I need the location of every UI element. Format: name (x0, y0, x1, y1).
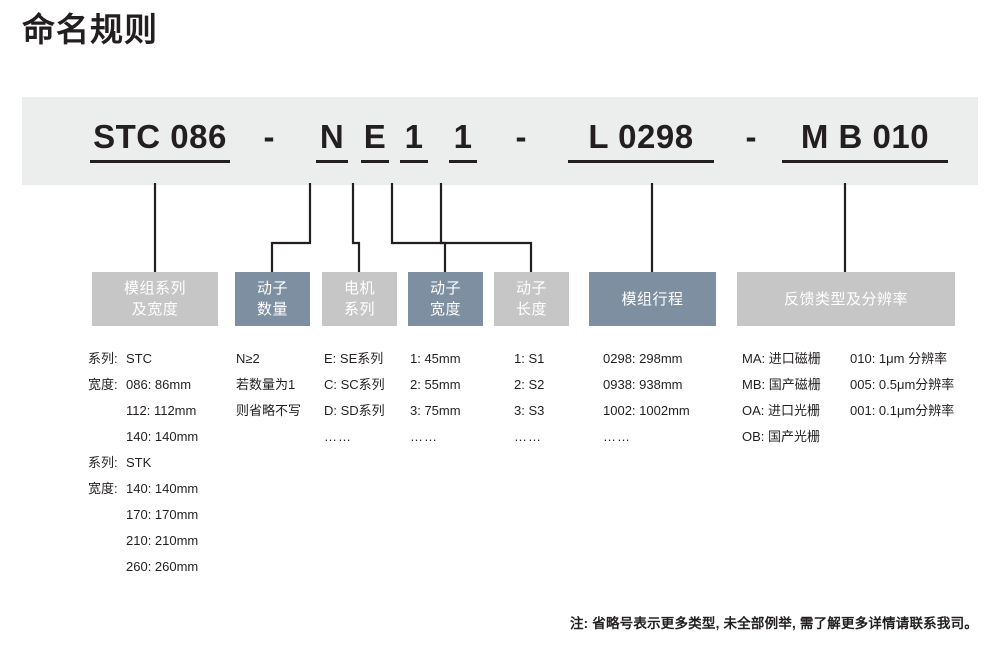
label-box-feedback[interactable]: 反馈类型及分辨率 (737, 272, 955, 326)
detail-row: MB: 国产磁栅 (742, 377, 821, 392)
label-box-motor-series-line1: 电机 (343, 280, 375, 297)
connector-mover-width (390, 183, 447, 272)
label-box-mover-count-line1: 动子 (256, 280, 288, 297)
detail-row-ellipsis: …… (324, 429, 352, 444)
code-banner (22, 97, 978, 185)
label-box-mover-count-line2: 数量 (256, 301, 288, 318)
code-segment-stroke[interactable]: L 0298 (568, 117, 714, 163)
detail-row: 1002: 1002mm (603, 403, 690, 418)
detail-row: 1: S1 (514, 351, 545, 366)
detail-row: 112: 112mm (126, 403, 197, 418)
label-box-series-width-line1: 模组系列 (123, 280, 186, 297)
label-box-series-width[interactable]: 模组系列 及宽度 (92, 272, 218, 326)
detail-row-ellipsis: …… (603, 429, 631, 444)
label-box-stroke[interactable]: 模组行程 (589, 272, 716, 326)
code-segment-mover-length[interactable]: 1 (449, 117, 477, 163)
detail-row: 若数量为1 (236, 377, 296, 392)
detail-row: N≥2 (236, 351, 260, 366)
detail-row: D: SD系列 (324, 403, 385, 418)
detail-row-ellipsis: …… (410, 429, 438, 444)
detail-row: 系列:STK (88, 455, 152, 470)
detail-row: C: SC系列 (324, 377, 385, 392)
label-box-mover-width-line1: 动子 (429, 280, 461, 297)
code-segment-feedback[interactable]: M B 010 (782, 117, 948, 163)
detail-row: E: SE系列 (324, 351, 384, 366)
detail-column-feedback-resolution: 010: 1μm 分辨率 005: 0.5μm分辨率 001: 0.1μm分辨率 (850, 346, 954, 424)
label-box-feedback-line1: 反馈类型及分辨率 (783, 290, 908, 308)
detail-row: 3: 75mm (410, 403, 461, 418)
detail-row: MA: 进口磁栅 (742, 351, 821, 366)
detail-row: 系列:STC (88, 351, 152, 366)
code-segment-mover-count[interactable]: N (316, 117, 348, 163)
footer-note: 注: 省略号表示更多类型, 未全部例举, 需了解更多详情请联系我司。 (569, 616, 978, 631)
code-segment-mover-width[interactable]: 1 (400, 117, 428, 163)
detail-row: 0298: 298mm (603, 351, 683, 366)
code-string: STC 086 - N E 1 1 - L 0298 - M B 010 (22, 97, 978, 185)
label-box-motor-series[interactable]: 电机 系列 (322, 272, 397, 326)
detail-column-mover-width: 1: 45mm 2: 55mm 3: 75mm …… (410, 346, 461, 450)
connector-motor-series (351, 183, 361, 272)
code-segment-series-width[interactable]: STC 086 (90, 117, 230, 163)
detail-row: 0938: 938mm (603, 377, 683, 392)
code-segment-motor-series[interactable]: E (361, 117, 389, 163)
detail-row: 2: 55mm (410, 377, 461, 392)
detail-row: 2: S2 (514, 377, 545, 392)
detail-row: 宽度:140: 140mm (88, 481, 199, 496)
connector-mover-length (439, 183, 533, 272)
detail-row-ellipsis: …… (514, 429, 542, 444)
detail-row: 3: S3 (514, 403, 545, 418)
detail-row: 260: 260mm (126, 559, 199, 574)
detail-row: 140: 140mm (126, 429, 199, 444)
detail-row: 则省略不写 (236, 403, 302, 418)
label-box-mover-width[interactable]: 动子 宽度 (408, 272, 483, 326)
label-box-mover-length-line2: 长度 (515, 301, 547, 318)
detail-row: OB: 国产光栅 (742, 429, 821, 444)
code-dash-3: - (745, 118, 757, 155)
detail-row: 001: 0.1μm分辨率 (850, 403, 955, 418)
label-box-motor-series-line2: 系列 (343, 301, 375, 318)
code-dash-2: - (515, 118, 527, 155)
code-dash-1: - (263, 118, 275, 155)
detail-column-motor-series: E: SE系列 C: SC系列 D: SD系列 …… (324, 346, 385, 450)
detail-row: 005: 0.5μm分辨率 (850, 377, 955, 392)
detail-row: OA: 进口光栅 (742, 403, 821, 418)
detail-row: 1: 45mm (410, 351, 461, 366)
connector-mover-count (270, 183, 312, 272)
detail-row: 010: 1μm 分辨率 (850, 351, 948, 366)
detail-row: 宽度:086: 86mm (88, 377, 192, 392)
label-box-mover-count[interactable]: 动子 数量 (235, 272, 310, 326)
label-box-stroke-line1: 模组行程 (621, 290, 684, 308)
label-box-series-width-line2: 及宽度 (131, 301, 179, 318)
detail-column-stroke: 0298: 298mm 0938: 938mm 1002: 1002mm …… (603, 346, 690, 450)
label-box-mover-width-line2: 宽度 (429, 301, 461, 318)
detail-column-mover-count: N≥2 若数量为1 则省略不写 (236, 346, 301, 424)
label-box-mover-length-line1: 动子 (515, 280, 547, 297)
page-title: 命名规则 (22, 11, 158, 48)
detail-row: 170: 170mm (126, 507, 199, 522)
detail-column-mover-length: 1: S1 2: S2 3: S3 …… (514, 346, 544, 450)
detail-column-series-width: 系列:STC 宽度:086: 86mm 112: 112mm 140: 140m… (88, 346, 198, 580)
detail-row: 210: 210mm (126, 533, 199, 548)
label-box-mover-length[interactable]: 动子 长度 (494, 272, 569, 326)
detail-column-feedback-type: MA: 进口磁栅 MB: 国产磁栅 OA: 进口光栅 OB: 国产光栅 (742, 346, 821, 450)
